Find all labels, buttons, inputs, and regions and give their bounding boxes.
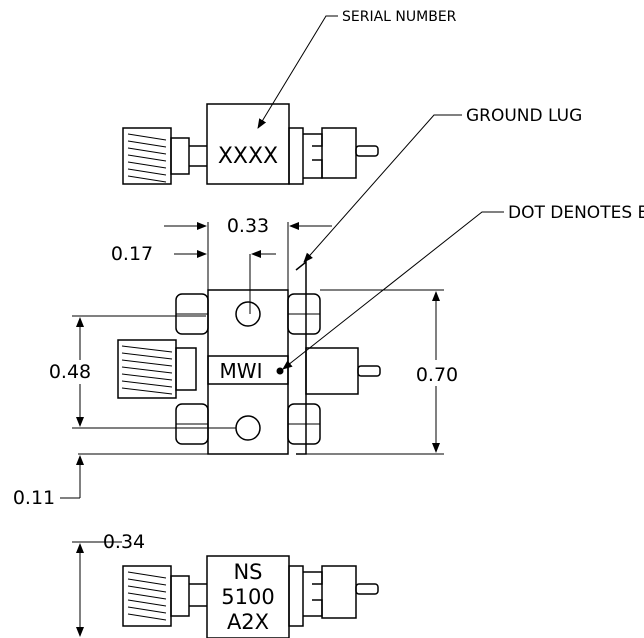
bottom-marking-line-1: NS [233,560,262,584]
callout-dot-denotes-bias: DOT DENOTES BIAS [282,203,644,370]
front-label: MWI [220,359,263,383]
front-view: MWI [117,260,381,455]
callout-dot-denotes-bias-text: DOT DENOTES BIAS [508,203,644,223]
dimension-017-text: 0.17 [111,243,153,265]
bottom-view: NS 5100 A2X [122,555,379,638]
dimension-011-text: 0.11 [13,487,55,509]
dimension-070: 0.70 [306,289,458,455]
callout-ground-lug: GROUND LUG [303,106,582,263]
bottom-marking-line-2: 5100 [221,585,274,609]
front-label-plate [207,355,289,385]
mounting-hole-top [235,301,261,327]
mounting-hole-bottom [235,415,261,441]
dimension-070-text: 0.70 [416,364,458,386]
dimension-034-text: 0.34 [103,531,145,553]
bottom-right-fitting [288,565,379,627]
bottom-marking-line-3: A2X [227,610,269,634]
dimension-011: 0.11 [13,453,208,509]
dimension-048-text: 0.48 [49,361,91,383]
top-view: XXXX [122,103,379,185]
top-right-fitting [288,127,379,185]
top-view-marking: XXXX [218,144,278,169]
callout-serial-number-text: SERIAL NUMBER [342,9,457,25]
front-connector [117,339,197,399]
bottom-connector [122,565,207,627]
front-right-fitting [305,347,381,395]
top-connector [122,127,207,185]
dimension-033: 0.33 [164,215,332,290]
bias-dot [276,367,284,375]
dimension-048: 0.48 [49,315,236,429]
dimension-033-text: 0.33 [227,215,269,237]
dimension-017: 0.17 [111,243,276,314]
callout-serial-number: SERIAL NUMBER [257,9,457,129]
callout-ground-lug-text: GROUND LUG [466,106,582,126]
dimension-034: 0.34 [72,531,145,637]
